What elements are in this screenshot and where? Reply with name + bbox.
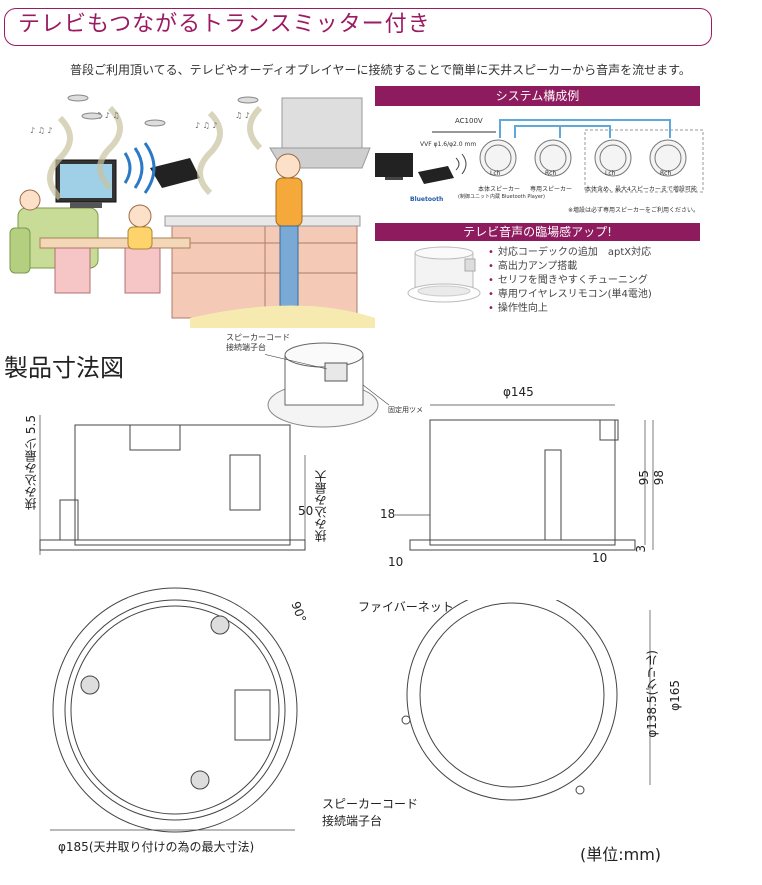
system-header: システム構成例 <box>375 86 700 106</box>
rch-label-1: Rch <box>545 170 557 177</box>
feature-item: •高出力アンプ搭載 <box>488 261 578 272</box>
title-bar <box>4 8 712 46</box>
lch-label-2: Lch <box>605 170 616 177</box>
main-speaker-note: (制御ユニット内蔵 Bluetooth Player) <box>458 194 545 200</box>
bluetooth-label: Bluetooth <box>410 196 444 203</box>
dim-3: 3 <box>634 545 648 553</box>
living-room-illustration: ♪ ♫ ♪ ♫ ♪ ♫ ♪ ♫ ♪ ♫ ♪ <box>0 88 375 328</box>
dim-10-right: 10 <box>592 551 608 565</box>
terminal-label-top-1: スピーカーコード <box>226 333 290 342</box>
system-diagram <box>375 119 704 193</box>
dim-10-left: 10 <box>388 555 404 569</box>
unit-label: (単位:mm) <box>580 845 662 864</box>
speaker-product-image <box>407 246 481 303</box>
terminal-label-top-2: 接続端子台 <box>226 343 266 352</box>
feature-item: •操作性向上 <box>488 303 548 314</box>
svg-text:♪ ♫ ♪: ♪ ♫ ♪ <box>30 126 52 135</box>
svg-text:♫ ♪: ♫ ♪ <box>235 111 250 120</box>
dedicated-speaker-label: 専用スピーカー <box>530 186 573 193</box>
dim-phi145: φ145 <box>503 385 534 399</box>
svg-text:♪ ♫ ♪: ♪ ♫ ♪ <box>195 121 217 130</box>
dimensions-heading: 製品寸法図 <box>4 354 124 382</box>
dim-95: 95 <box>637 470 651 486</box>
fiber-net-label: ファイバーネット <box>358 600 454 614</box>
lch-label-1: Lch <box>490 170 501 177</box>
intro-text: 普段ご利用頂いてる、テレビやオーディオプレイヤーに接続することで簡単に天井スピー… <box>70 63 691 77</box>
dim-98: 98 <box>652 470 666 486</box>
insert-max-value: 50 <box>298 504 314 518</box>
features-header: テレビ音声の臨場感アップ! <box>375 223 700 241</box>
dim-18: 18 <box>380 507 396 521</box>
side-view-right <box>395 404 654 551</box>
page-title: テレビもつながるトランスミッター付き <box>18 12 431 37</box>
features-list: •対応コーデックの追加 aptX対応 •高出力アンプ搭載 •セリフを聞きやすくチ… <box>488 246 703 316</box>
dim-phi185: φ185(天井取り付けの為の最大寸法) <box>58 840 255 854</box>
terminal-label-bottom-1: スピーカーコード <box>322 797 419 811</box>
insert-max-label: 挟み込み最大 <box>314 470 328 542</box>
feature-item: •対応コーデックの追加 aptX対応 <box>488 247 652 258</box>
svg-text:♫ ♪ ♫: ♫ ♪ ♫ <box>95 111 120 120</box>
dim-phi165: φ165 <box>668 680 682 711</box>
bottom-view-left <box>50 587 298 833</box>
insert-min-label: 挟み込み最少 5.5 <box>24 415 38 510</box>
clip-label: 固定用ツメ <box>388 406 423 414</box>
speaker-3d-view <box>265 342 390 428</box>
side-view-left <box>39 415 306 555</box>
terminal-label-bottom-2: 接続端子台 <box>322 814 383 828</box>
system-note: ※増設は必ず専用スピーカーをご利用ください。 <box>568 207 700 214</box>
dim-grill: φ138.5(グリル) <box>645 650 659 738</box>
ac-label: AC100V <box>455 117 483 125</box>
feature-item: •セリフを聞きやすくチューニング <box>488 275 648 286</box>
main-speaker-label: 本体スピーカー <box>478 186 521 193</box>
expand-label: 本体含め、最大4スピーカーまで増設可能 <box>585 186 697 193</box>
cable-label: VVF φ1.6/φ2.0 mm <box>420 141 477 148</box>
rch-label-2: Rch <box>660 170 672 177</box>
bottom-view-right <box>401 600 651 801</box>
feature-item: •専用ワイヤレスリモコン(単4電池) <box>488 289 652 300</box>
